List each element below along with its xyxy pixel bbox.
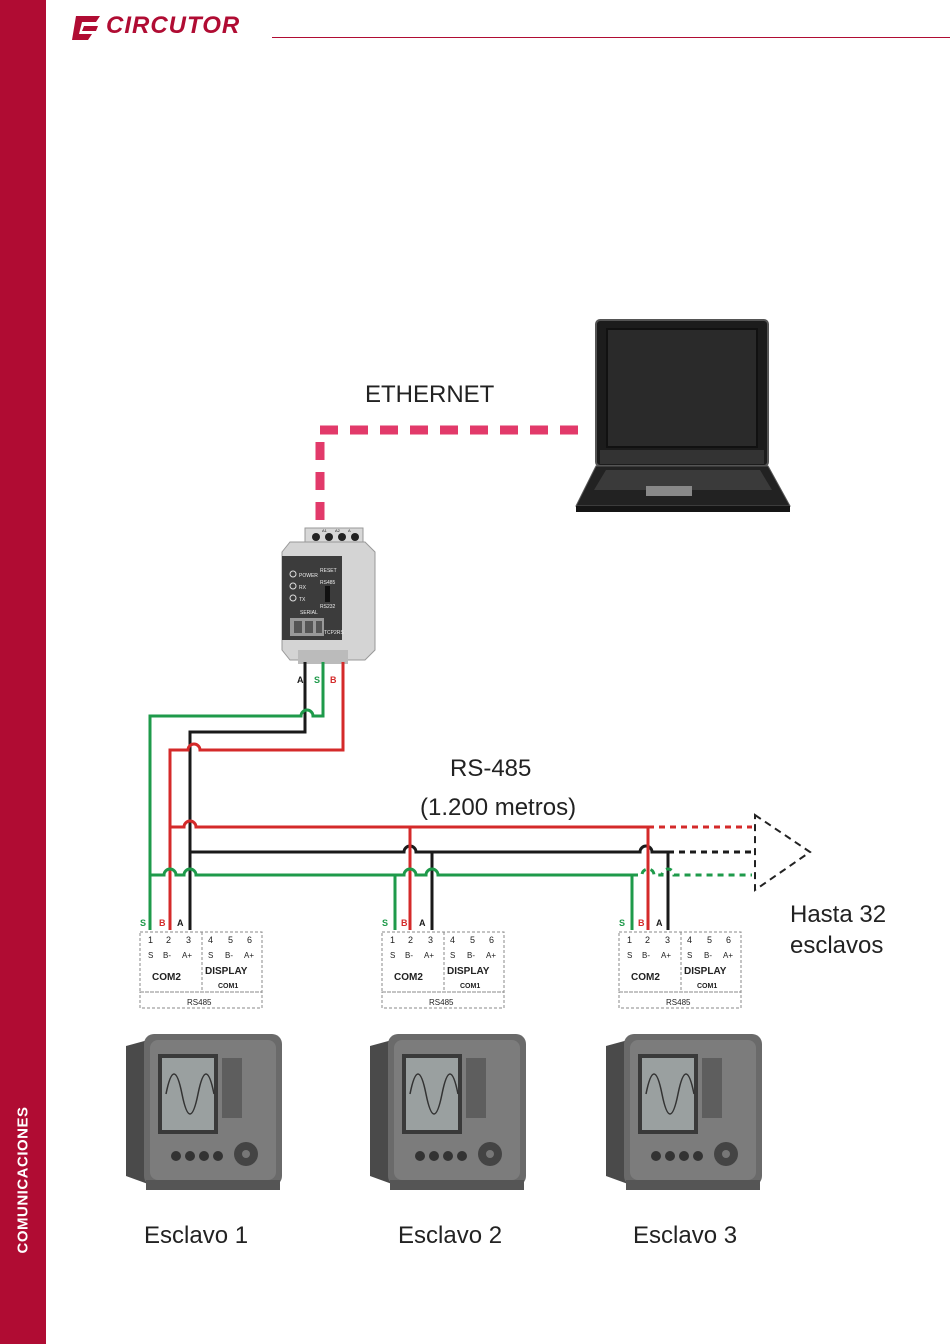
terminal-wire-b: B [401, 918, 408, 928]
sidebar: COMUNICACIONES [0, 0, 46, 1344]
rs232-switch-label: RS232 [320, 604, 336, 610]
top-terminal-label: A1 [322, 528, 328, 533]
rs485-switch-label: RS485 [320, 580, 336, 586]
terminal-number: 3 [186, 935, 191, 945]
bus-label: RS-485 [450, 755, 531, 782]
rs485-label: RS485 [666, 998, 691, 1007]
terminal-signal: B- [163, 951, 171, 960]
terminal-number: 2 [645, 935, 650, 945]
terminal-number: 1 [390, 935, 395, 945]
continuation-arrow-icon [754, 813, 812, 892]
terminal-number: 4 [450, 935, 455, 945]
slave-1-label: Esclavo 1 [144, 1222, 248, 1249]
terminal-signal: S [148, 951, 153, 960]
terminal-signal: B- [467, 951, 475, 960]
com1-label: COM1 [697, 983, 717, 990]
power-analyzer-3-icon [605, 1033, 763, 1191]
com2-label: COM2 [394, 972, 423, 983]
bus-distance-label: (1.200 metros) [420, 794, 576, 821]
ethernet-label: ETHERNET [365, 381, 495, 408]
reset-label: RESET [320, 568, 337, 574]
top-terminal-label: A2 [335, 528, 341, 533]
terminal-signal: A+ [424, 951, 434, 960]
terminal-signal: S [390, 951, 395, 960]
terminal-number: 5 [707, 935, 712, 945]
terminal-signal: B- [642, 951, 650, 960]
terminal-wire-b: B [638, 918, 645, 928]
com2-label: COM2 [152, 972, 181, 983]
terminal-wire-a: A [419, 918, 426, 928]
terminal-signal: S [687, 951, 692, 960]
slave-2-label: Esclavo 2 [398, 1222, 502, 1249]
ethernet-link [315, 425, 590, 520]
header-divider [272, 37, 950, 38]
terminal-wire-b: B [159, 918, 166, 928]
power-analyzer-2-icon [369, 1033, 527, 1191]
display-label: DISPLAY [684, 966, 727, 977]
rs485-ethernet-converter [281, 527, 376, 664]
model-label: TCP2RS [324, 630, 344, 636]
terminal-number: 4 [208, 935, 213, 945]
terminal-signal: A+ [182, 951, 192, 960]
terminal-number: 4 [687, 935, 692, 945]
display-label: DISPLAY [447, 966, 490, 977]
rs485-label: RS485 [429, 998, 454, 1007]
terminal-number: 6 [489, 935, 494, 945]
terminal-signal: A+ [723, 951, 733, 960]
terminal-wire-s: S [140, 918, 146, 928]
com1-label: COM1 [218, 983, 238, 990]
terminal-signal: B- [225, 951, 233, 960]
max-slaves-label: Hasta 32 [790, 901, 886, 928]
terminal-number: 1 [627, 935, 632, 945]
power-analyzer-1-icon [125, 1033, 283, 1191]
terminal-signal: B- [704, 951, 712, 960]
wire-b-label: B [330, 675, 337, 685]
circutor-logo-icon [72, 16, 100, 40]
terminal-signal: S [627, 951, 632, 960]
terminal-number: 2 [166, 935, 171, 945]
display-label: DISPLAY [205, 966, 248, 977]
rs485-bus-wiring [148, 662, 752, 930]
terminal-signal: A+ [244, 951, 254, 960]
terminal-wire-s: S [382, 918, 388, 928]
terminal-signal: B- [405, 951, 413, 960]
terminal-wire-s: S [619, 918, 625, 928]
rs485-label: RS485 [187, 998, 212, 1007]
led-tx-label: TX [299, 597, 306, 603]
com1-label: COM1 [460, 983, 480, 990]
wire-a-label: A [297, 675, 304, 685]
com2-label: COM2 [631, 972, 660, 983]
led-rx-label: RX [299, 585, 307, 591]
terminal-number: 3 [428, 935, 433, 945]
terminal-wire-a: A [656, 918, 663, 928]
terminal-signal: A+ [661, 951, 671, 960]
terminal-signal: S [450, 951, 455, 960]
terminal-number: 5 [470, 935, 475, 945]
serial-label: SERIAL [300, 610, 318, 616]
terminal-signal: A+ [486, 951, 496, 960]
terminal-number: 5 [228, 935, 233, 945]
terminal-number: 2 [408, 935, 413, 945]
terminal-number: 1 [148, 935, 153, 945]
laptop-icon [575, 319, 791, 512]
terminal-number: 3 [665, 935, 670, 945]
max-slaves-label-line2: esclavos [790, 932, 883, 959]
terminal-number: 6 [726, 935, 731, 945]
wire-s-label: S [314, 675, 320, 685]
led-power-label: POWER [299, 573, 318, 579]
terminal-number: 6 [247, 935, 252, 945]
terminal-wire-a: A [177, 918, 184, 928]
top-terminal-label: A [348, 528, 351, 533]
brand-name: CIRCUTOR [106, 12, 241, 39]
slave-3-label: Esclavo 3 [633, 1222, 737, 1249]
terminal-signal: S [208, 951, 213, 960]
